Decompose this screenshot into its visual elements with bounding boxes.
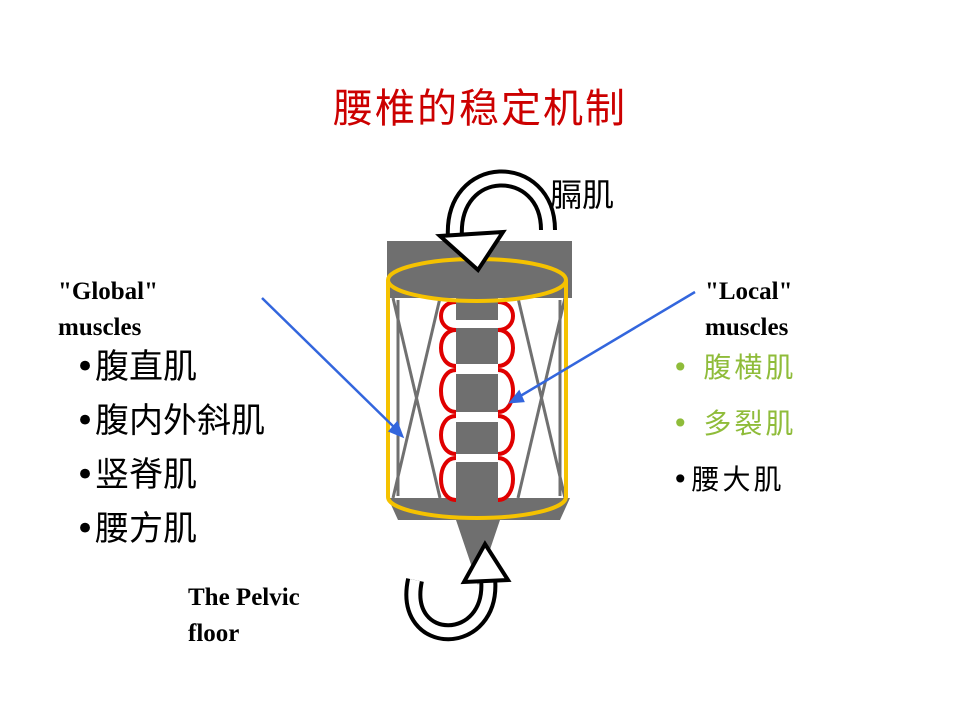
list-item: •腹内外斜肌	[75, 401, 266, 441]
global-muscle-lines	[391, 297, 567, 499]
diaphragm-arrow-icon	[435, 169, 557, 274]
slide-title: 腰椎的稳定机制	[333, 86, 627, 132]
list-item: •腰方肌	[75, 509, 198, 549]
pelvic-label-line1: The Pelvic	[188, 584, 300, 611]
diaphragm-label: 膈肌	[550, 176, 615, 214]
list-item: •竖脊肌	[75, 455, 198, 495]
global-label-line1: "Global"	[58, 278, 158, 305]
local-muscles-label: "Local" muscles	[705, 274, 792, 346]
local-label-line2: muscles	[705, 314, 789, 341]
local-muscle-list: • 腹横肌 • 多裂肌 •腰大肌	[672, 340, 796, 508]
list-item-psoas: •腰大肌	[672, 463, 785, 496]
list-item: •腹直肌	[75, 347, 198, 387]
local-label-line1: "Local"	[705, 278, 793, 305]
global-label-line2: muscles	[58, 314, 142, 341]
multifidus-loops	[439, 300, 515, 502]
pelvic-arrow-icon	[404, 540, 512, 642]
pelvic-floor-label: The Pelvic floor	[188, 580, 300, 652]
global-muscle-list: •腹直肌 •腹内外斜肌 •竖脊肌 •腰方肌	[75, 340, 265, 556]
pelvic-block	[388, 498, 570, 585]
global-muscles-label: "Global" muscles	[58, 274, 158, 346]
pointer-lines	[261, 290, 696, 439]
abdominal-cylinder	[386, 257, 568, 520]
list-item-transversus: • 腹横肌	[672, 351, 797, 384]
list-item-multifidus: • 多裂肌	[672, 407, 797, 440]
vertebral-column	[456, 298, 498, 498]
pelvic-label-line2: floor	[188, 620, 240, 647]
